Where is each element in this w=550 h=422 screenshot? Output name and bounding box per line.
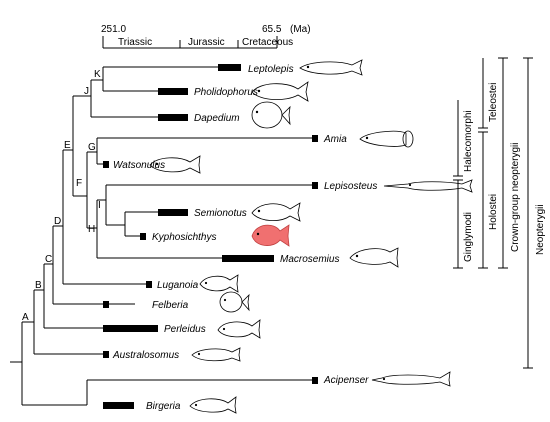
range-bar-leptolepis bbox=[218, 64, 241, 71]
timescale-start-label: 251.0 bbox=[101, 24, 126, 35]
taxon-label-lepisosteus: Lepisosteus bbox=[324, 181, 377, 192]
range-bar-lepisosteus bbox=[312, 182, 318, 189]
range-bar-amia bbox=[312, 135, 318, 142]
range-bar-kyphosichthys bbox=[140, 233, 146, 240]
range-bar-semionotus bbox=[158, 209, 188, 216]
timescale: 251.0 65.5 (Ma) Triassic Jurassic Cretac… bbox=[101, 24, 311, 49]
clade-label-crown-group-neopterygii: Crown-group neopterygii bbox=[510, 142, 521, 252]
timescale-unit-label: (Ma) bbox=[290, 24, 311, 35]
taxon-label-felberia: Felberia bbox=[152, 300, 189, 311]
range-bar-birgeria bbox=[103, 402, 134, 409]
fish-perleidus-icon bbox=[217, 319, 261, 339]
clade-brackets: Teleostei Halecomorphi Holostei Ginglymo… bbox=[453, 57, 546, 369]
taxon-label-luganoia: Luganoia bbox=[157, 280, 199, 291]
range-bars bbox=[103, 64, 318, 409]
taxon-labels: Leptolepis Pholidophorus Dapedium Amia W… bbox=[112, 64, 377, 412]
range-bar-macrosemius bbox=[222, 255, 274, 262]
range-bar-australosomus bbox=[103, 351, 109, 358]
fish-lepisosteus-icon bbox=[383, 179, 473, 193]
taxon-label-macrosemius: Macrosemius bbox=[280, 254, 339, 265]
clade-label-holostei: Holostei bbox=[488, 194, 499, 230]
fish-semionotus-icon bbox=[251, 202, 301, 222]
taxon-label-amia: Amia bbox=[323, 134, 347, 145]
node-label-c: C bbox=[45, 254, 52, 265]
node-label-g: G bbox=[88, 142, 96, 153]
node-label-k: K bbox=[94, 69, 101, 80]
period-jurassic: Jurassic bbox=[188, 37, 225, 48]
taxon-label-semionotus: Semionotus bbox=[194, 208, 247, 219]
clade-label-ginglymodi: Ginglymodi bbox=[463, 212, 474, 262]
node-label-d: D bbox=[54, 216, 61, 227]
fish-watsonulus-icon bbox=[149, 155, 201, 174]
taxon-label-perleidus: Perleidus bbox=[164, 324, 206, 335]
fish-luganoia-icon bbox=[199, 274, 239, 293]
range-bar-luganoia bbox=[146, 281, 152, 288]
fish-amia-icon bbox=[359, 130, 414, 148]
taxon-label-australosomus: Australosomus bbox=[112, 350, 179, 361]
node-label-a: A bbox=[22, 312, 29, 323]
timescale-end-label: 65.5 bbox=[262, 24, 282, 35]
range-bar-felberia bbox=[103, 301, 109, 308]
taxon-label-pholidophorus: Pholidophorus bbox=[194, 87, 258, 98]
clade-label-teleostei: Teleostei bbox=[488, 83, 499, 122]
taxon-label-acipenser: Acipenser bbox=[323, 375, 369, 386]
clade-label-halecomorphi: Halecomorphi bbox=[463, 110, 474, 172]
node-label-f: F bbox=[76, 178, 82, 189]
range-bar-perleidus bbox=[103, 325, 158, 332]
taxon-label-watsonulus: Watsonulus bbox=[113, 160, 165, 171]
fish-acipenser-icon bbox=[371, 371, 451, 387]
range-bar-dapedium bbox=[158, 114, 188, 121]
fish-illustrations bbox=[149, 59, 473, 414]
fish-birgeria-icon bbox=[189, 396, 237, 414]
node-labels: K J E G F I H D C B A bbox=[22, 69, 101, 323]
range-bar-pholidophorus bbox=[158, 88, 188, 95]
taxon-label-leptolepis: Leptolepis bbox=[248, 64, 294, 75]
fish-macrosemius-icon bbox=[349, 247, 399, 268]
fish-pholidophorus-icon bbox=[251, 81, 309, 102]
fish-dapedium-icon bbox=[251, 101, 291, 129]
clade-label-neopterygii: Neopterygii bbox=[535, 204, 546, 255]
taxon-label-birgeria: Birgeria bbox=[146, 401, 181, 412]
fish-kyphosichthys-icon bbox=[251, 224, 290, 247]
node-label-e: E bbox=[64, 140, 71, 151]
range-bar-watsonulus bbox=[103, 161, 109, 168]
fish-felberia-icon bbox=[219, 291, 250, 313]
node-label-j: J bbox=[84, 86, 89, 97]
node-label-h: H bbox=[88, 224, 95, 235]
node-label-i: I bbox=[98, 200, 101, 211]
period-triassic: Triassic bbox=[118, 37, 152, 48]
taxon-label-dapedium: Dapedium bbox=[194, 113, 240, 124]
taxon-label-kyphosichthys: Kyphosichthys bbox=[152, 232, 216, 243]
fish-leptolepis-icon bbox=[299, 59, 363, 76]
period-cretaceous: Cretaceous bbox=[242, 37, 293, 48]
node-label-b: B bbox=[35, 280, 42, 291]
fish-australosomus-icon bbox=[191, 347, 241, 362]
tree-branches bbox=[10, 66, 312, 406]
range-bar-acipenser bbox=[312, 377, 318, 384]
